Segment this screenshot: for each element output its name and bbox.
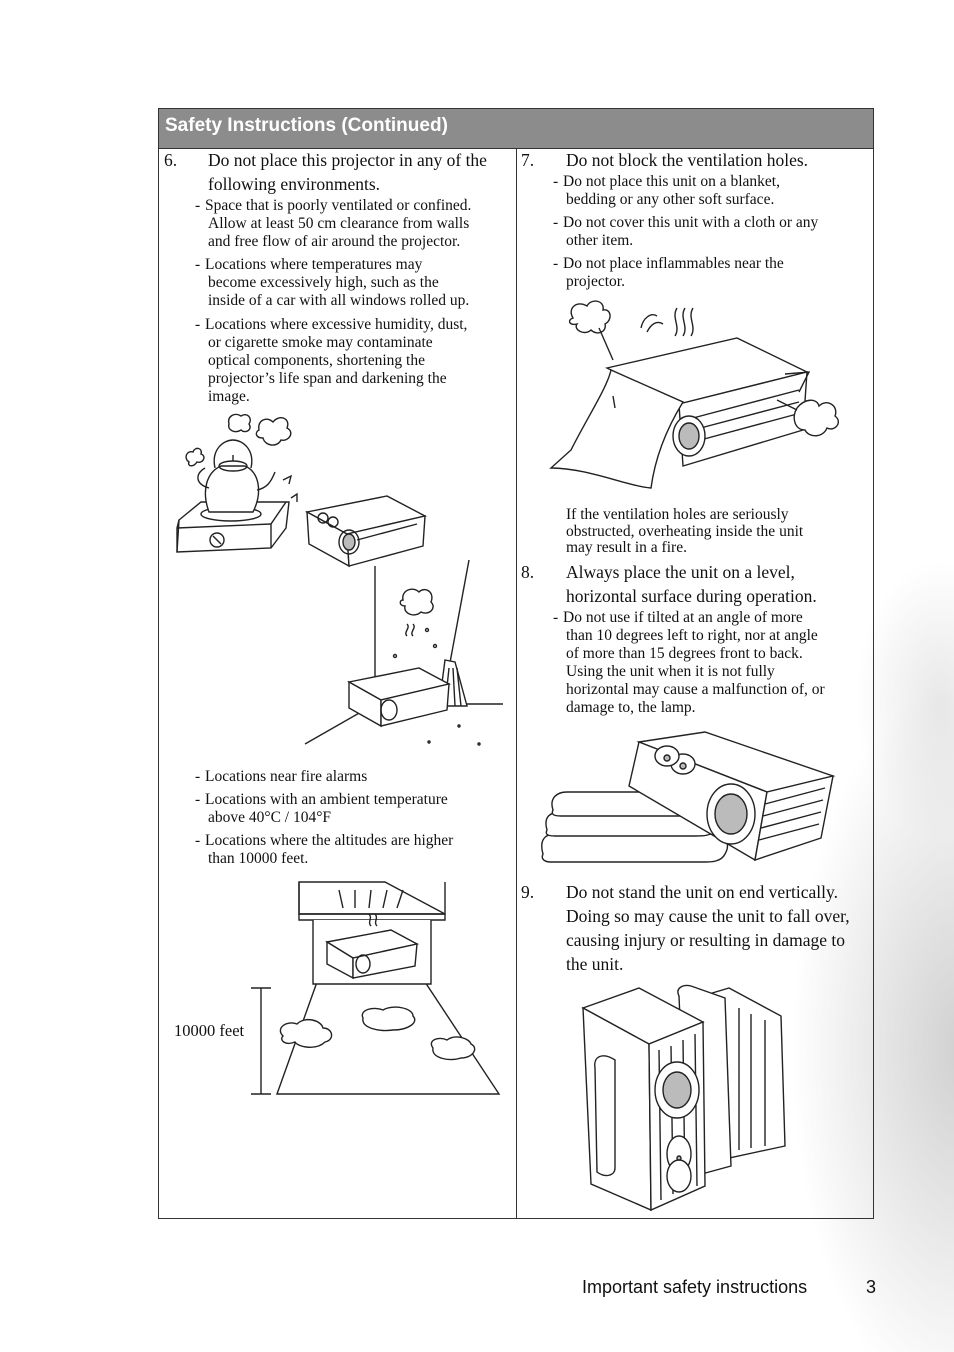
item-line: Do not block the ventilation holes. bbox=[566, 150, 809, 170]
item-line: the unit. bbox=[566, 954, 624, 974]
item-number: 7. bbox=[521, 150, 535, 170]
kettle-stove-illustration bbox=[171, 410, 431, 570]
footer-section: Important safety instructions bbox=[582, 1277, 808, 1297]
item-line: horizontal surface during operation. bbox=[566, 586, 817, 606]
left-column: 6. Do not place this projector in any of… bbox=[159, 148, 516, 1218]
tilted-projector-illustration bbox=[535, 730, 865, 880]
item-number: 9. bbox=[521, 882, 535, 902]
item-line: Do not stand the unit on end vertically. bbox=[566, 882, 839, 902]
page-number: 3 bbox=[866, 1277, 877, 1297]
table-header: Safety Instructions (Continued) bbox=[159, 109, 873, 149]
projector-illustration bbox=[297, 488, 437, 578]
safety-table: Safety Instructions (Continued) 6. Do no… bbox=[158, 108, 874, 1219]
item-line: causing injury or resulting in damage to bbox=[566, 930, 845, 950]
vertical-projector-illustration bbox=[579, 980, 809, 1220]
item-line: Do not place this projector in any of th… bbox=[208, 150, 487, 170]
column-divider bbox=[516, 148, 517, 1218]
item-number: 8. bbox=[521, 562, 535, 582]
item-line: following environments. bbox=[208, 174, 381, 194]
item-line: Doing so may cause the unit to fall over… bbox=[566, 906, 850, 926]
item-line: Always place the unit on a level, bbox=[566, 562, 795, 582]
item-number: 6. bbox=[164, 150, 178, 170]
mountain-altitude-illustration bbox=[243, 872, 503, 1102]
covered-projector-illustration bbox=[547, 298, 847, 508]
dusty-corner-illustration bbox=[299, 556, 509, 756]
section-title: Safety Instructions (Continued) bbox=[165, 115, 448, 136]
altitude-label: 10000 feet bbox=[174, 1021, 245, 1040]
ventilation-note: If the ventilation holes are seriously o… bbox=[566, 506, 804, 556]
right-column: 7. Do not block the ventilation holes. -… bbox=[517, 148, 874, 1218]
